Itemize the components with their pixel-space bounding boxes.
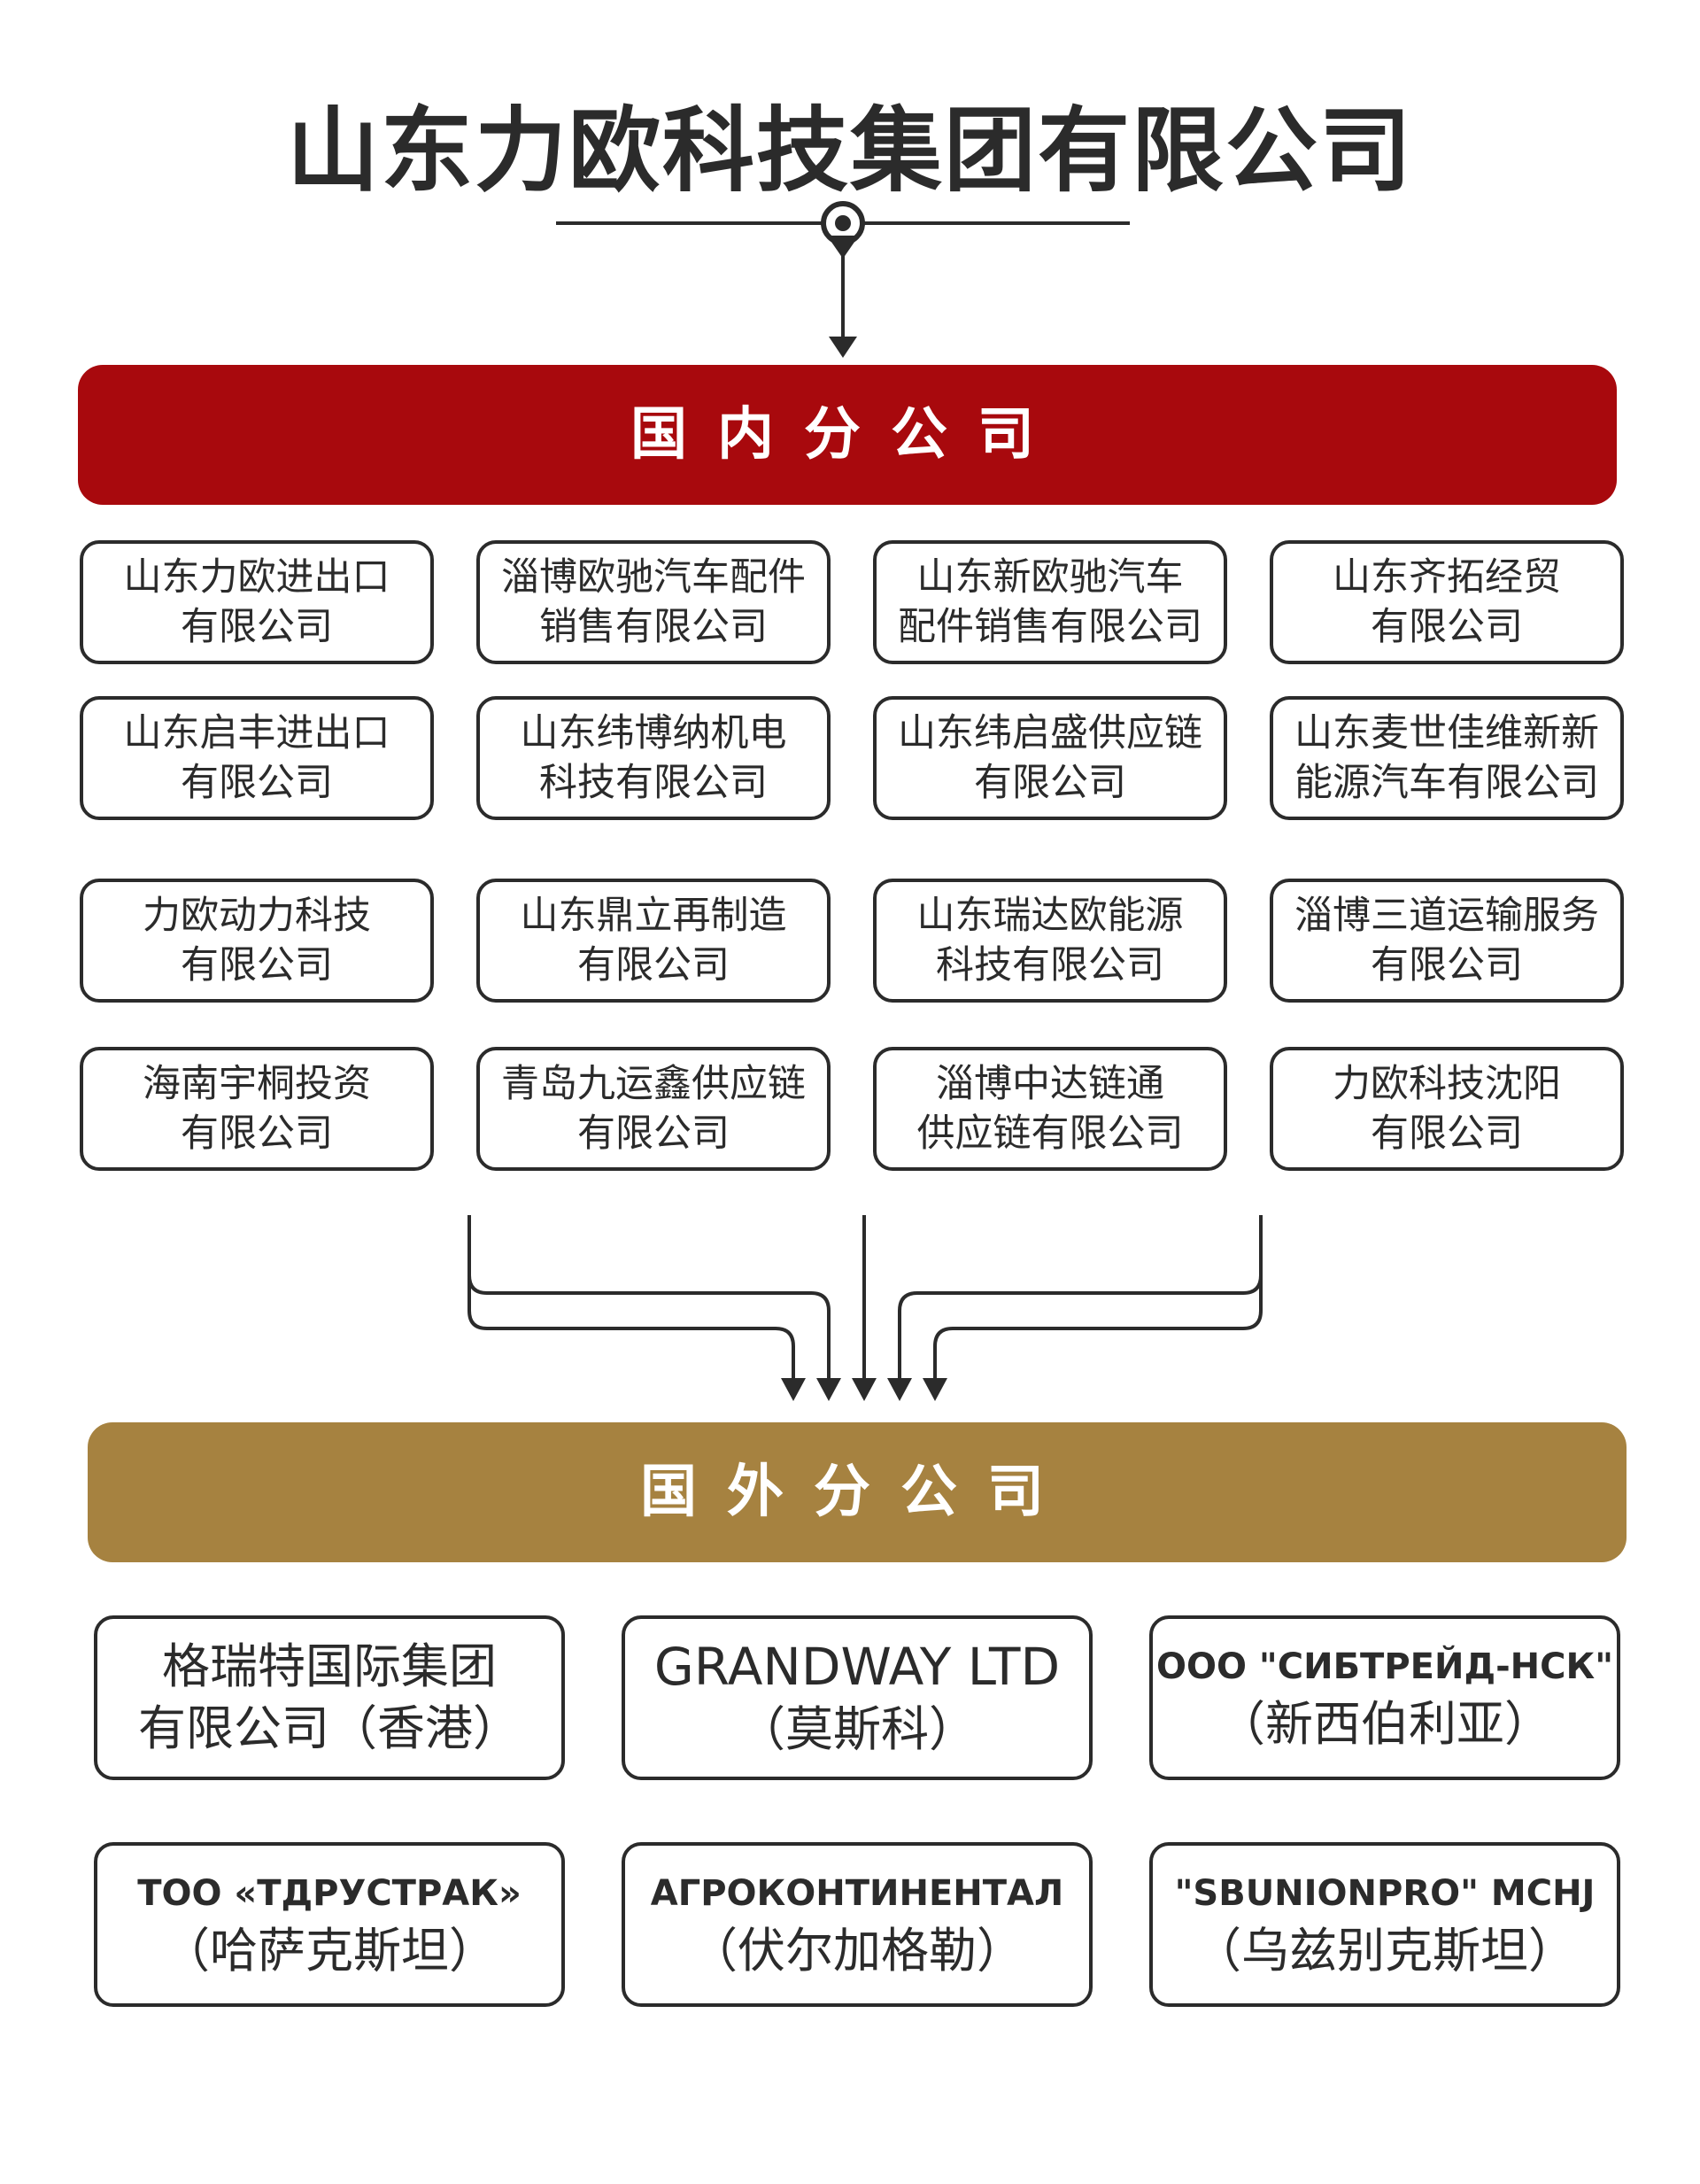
foreign-branches-band: 国外分公司: [88, 1422, 1627, 1562]
company-name-line: 有限公司: [577, 943, 730, 987]
domestic-company-box: 青岛九运鑫供应链有限公司: [476, 1047, 831, 1171]
group-title: 山东力欧科技集团有限公司: [286, 97, 1413, 205]
foreign-company-box: АГРОКОНТИНЕНТАЛ （伏尔加格勒）: [622, 1842, 1093, 2007]
company-name-line: 淄博欧驰汽车配件: [501, 555, 806, 600]
domestic-company-box: 山东新欧驰汽车配件销售有限公司: [873, 540, 1227, 664]
company-name-line: 力欧动力科技: [143, 894, 371, 938]
company-name-line: 山东麦世佳维新新: [1294, 711, 1599, 755]
domestic-company-box: 力欧科技沈阳有限公司: [1270, 1047, 1624, 1171]
domestic-company-box: 山东瑞达欧能源科技有限公司: [873, 879, 1227, 1003]
company-name-line: 山东瑞达欧能源: [916, 894, 1184, 938]
foreign-company-box: GRANDWAY LTD（莫斯科）: [622, 1615, 1093, 1780]
domestic-company-box: 山东纬启盛供应链有限公司: [873, 696, 1227, 820]
domestic-company-box: 山东纬博纳机电科技有限公司: [476, 696, 831, 820]
domestic-company-box: 淄博欧驰汽车配件销售有限公司: [476, 540, 831, 664]
foreign-company-box: OOO "СИБТРЕЙД-НСК" （新西伯利亚）: [1149, 1615, 1620, 1780]
company-name-line: （乌兹别克斯坦）: [1194, 1923, 1576, 1979]
company-name-line: 海南宇桐投资: [143, 1062, 371, 1106]
converging-arrowheads: [781, 1378, 947, 1401]
company-name-line: 有限公司（香港）: [138, 1700, 521, 1756]
title-pin: [827, 236, 859, 259]
company-name-line: 山东鼎立再制造: [520, 894, 787, 938]
company-name-line: 科技有限公司: [539, 761, 768, 805]
company-name-line: （伏尔加格勒）: [690, 1923, 1024, 1979]
company-name-line: 淄博三道运输服务: [1294, 894, 1599, 938]
company-name-line: "SBUNIONPRO" MCHJ: [1174, 1873, 1596, 1914]
company-name-line: 有限公司: [181, 761, 333, 805]
company-name-line: 山东力欧进出口: [123, 555, 390, 600]
domestic-company-box: 山东麦世佳维新新能源汽车有限公司: [1270, 696, 1624, 820]
company-name-line: 淄博中达链通: [936, 1062, 1164, 1106]
foreign-company-box: 格瑞特国际集团有限公司（香港）: [94, 1615, 565, 1780]
company-name-line: 有限公司: [181, 1111, 333, 1156]
domestic-branches-band: 国内分公司: [78, 365, 1617, 505]
domestic-company-box: 淄博三道运输服务有限公司: [1270, 879, 1624, 1003]
company-name-line: 山东新欧驰汽车: [916, 555, 1184, 600]
company-name-line: 山东纬博纳机电: [520, 711, 787, 755]
company-name-line: 格瑞特国际集团: [162, 1638, 497, 1694]
company-name-line: 山东齐拓经贸: [1333, 555, 1561, 600]
company-name-line: 山东启丰进出口: [123, 711, 390, 755]
company-name-line: 力欧科技沈阳: [1333, 1062, 1561, 1106]
company-name-line: 销售有限公司: [539, 605, 768, 649]
domestic-company-box: 山东启丰进出口有限公司: [80, 696, 434, 820]
company-name-line: OOO "СИБТРЕЙД-НСК": [1155, 1646, 1614, 1687]
domestic-company-box: 山东鼎立再制造有限公司: [476, 879, 831, 1003]
domestic-company-box: 力欧动力科技有限公司: [80, 879, 434, 1003]
company-name-line: 有限公司: [1371, 605, 1523, 649]
company-name-line: ТОО «ТДРУСТРАК»: [137, 1873, 522, 1914]
company-name-line: 科技有限公司: [936, 943, 1164, 987]
foreign-company-box: ТОО «ТДРУСТРАК» （哈萨克斯坦）: [94, 1842, 565, 2007]
company-name-line: 山东纬启盛供应链: [898, 711, 1202, 755]
domestic-company-box: 山东力欧进出口有限公司: [80, 540, 434, 664]
company-name-line: （莫斯科）: [738, 1701, 977, 1757]
company-name-line: （哈萨克斯坦）: [162, 1923, 497, 1979]
company-name-line: 有限公司: [1371, 1111, 1523, 1156]
company-name-line: （新西伯利亚）: [1217, 1696, 1552, 1752]
domestic-company-box: 海南宇桐投资有限公司: [80, 1047, 434, 1171]
company-name-line: АГРОКОНТИНЕНТАЛ: [650, 1873, 1064, 1914]
company-name-line: 有限公司: [974, 761, 1126, 805]
company-name-line: 能源汽车有限公司: [1294, 761, 1599, 805]
company-name-line: 有限公司: [181, 943, 333, 987]
foreign-company-box: "SBUNIONPRO" MCHJ （乌兹别克斯坦）: [1149, 1842, 1620, 2007]
domestic-company-box: 山东齐拓经贸有限公司: [1270, 540, 1624, 664]
company-name-line: 有限公司: [577, 1111, 730, 1156]
company-name-line: 有限公司: [181, 605, 333, 649]
converging-arrows: [468, 1215, 1263, 1378]
company-name-line: GRANDWAY LTD: [653, 1637, 1061, 1697]
domestic-company-box: 淄博中达链通供应链有限公司: [873, 1047, 1227, 1171]
company-name-line: 有限公司: [1371, 943, 1523, 987]
company-name-line: 供应链有限公司: [916, 1111, 1184, 1156]
arrowhead-to-domestic: [829, 337, 857, 358]
company-name-line: 配件销售有限公司: [898, 605, 1202, 649]
company-name-line: 青岛九运鑫供应链: [501, 1062, 806, 1106]
